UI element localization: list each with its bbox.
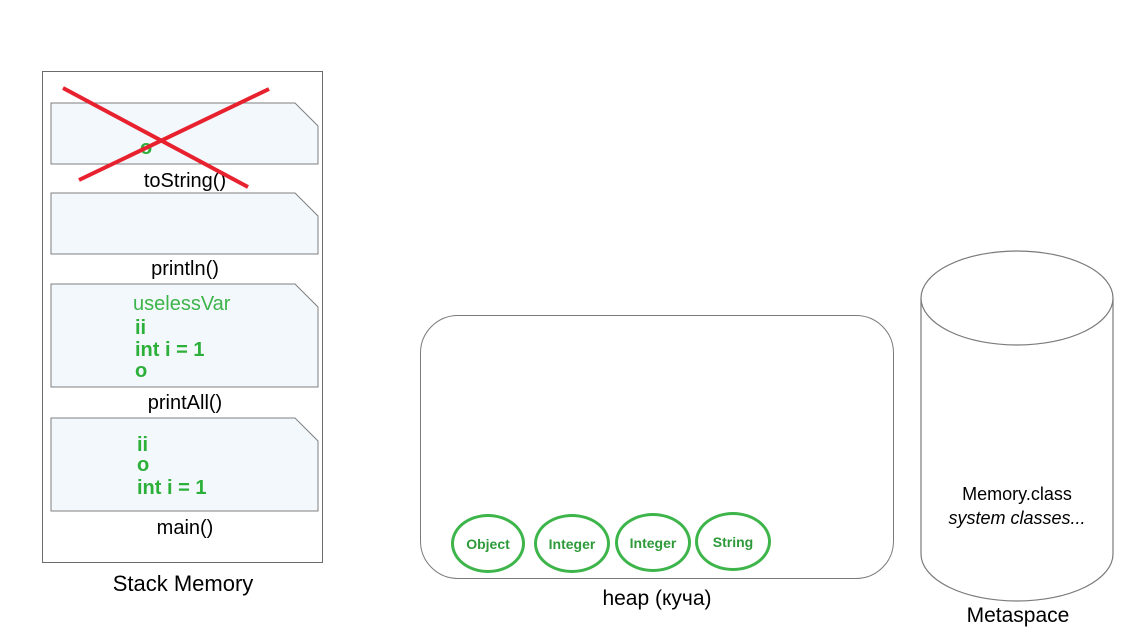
metaspace-class-line: Memory.class	[962, 484, 1072, 504]
frame-var: int i = 1	[137, 477, 207, 499]
frame-var: ii	[137, 434, 149, 456]
frame-var: o	[137, 454, 150, 476]
stack-frame-printall	[50, 283, 319, 388]
stack-frame-println	[50, 192, 319, 255]
heap-caption: heap (куча)	[602, 587, 712, 610]
frame-label-main: main()	[156, 517, 214, 539]
metaspace-system-classes: system classes...	[948, 508, 1086, 528]
metaspace-caption: Metaspace	[966, 604, 1070, 627]
heap-object: Integer	[534, 514, 610, 573]
frame-label-println: println()	[151, 258, 219, 280]
stack-frame-main	[50, 417, 319, 512]
stack-memory-caption: Stack Memory	[112, 571, 254, 596]
frame-var: int i = 1	[135, 339, 205, 361]
frame-var: o	[135, 360, 148, 382]
heap-object: Integer	[615, 513, 691, 572]
frame-var: uselessVar	[133, 293, 231, 315]
heap-object: Object	[451, 514, 525, 573]
frame-label-printall: printAll()	[147, 392, 223, 414]
frame-var: ii	[135, 317, 147, 339]
heap-object: String	[695, 512, 771, 571]
frame-label-tostring: toString()	[143, 170, 227, 192]
cross-out-mark	[62, 86, 270, 189]
metaspace-cylinder	[920, 250, 1114, 602]
